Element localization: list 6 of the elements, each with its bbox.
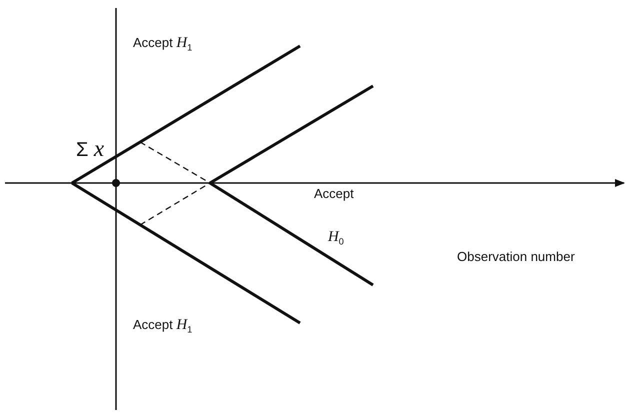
- region-label: Accept: [314, 187, 354, 200]
- region-label: Accept H$_{1}$: [133, 36, 192, 53]
- axis-label: Σ x: [76, 137, 104, 160]
- region-label: Accept H$_{1}$: [133, 318, 192, 335]
- region-label: H$_{0}$: [328, 230, 344, 247]
- region-label: Observation number: [457, 250, 575, 263]
